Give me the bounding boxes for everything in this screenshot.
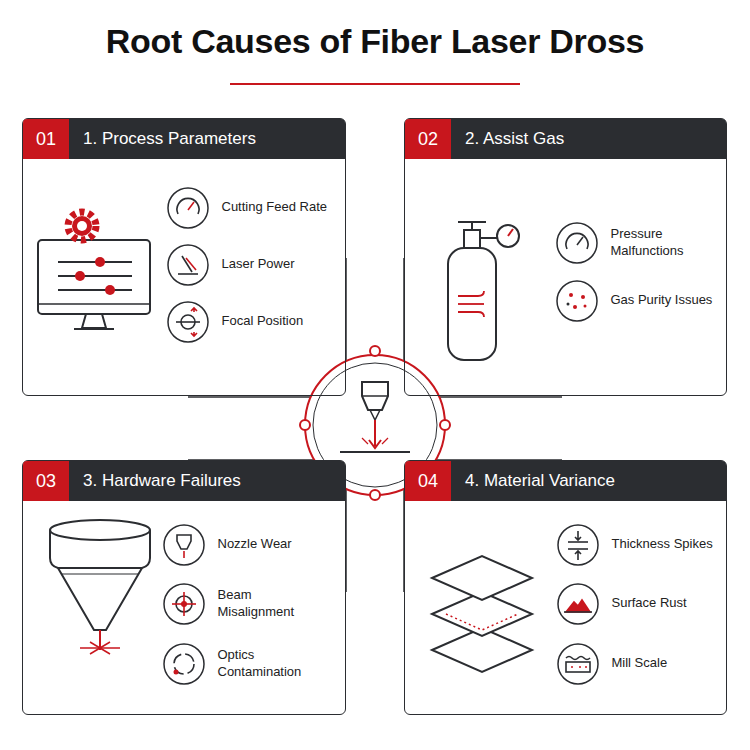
title-rule <box>230 84 520 85</box>
sheet-stack-illustration <box>432 556 532 672</box>
cause-item: Surface Rust <box>558 584 687 624</box>
icon-slot <box>168 245 208 285</box>
cause-label: Pressure Malfunctions <box>611 226 711 260</box>
cause-label: Laser Power <box>222 256 295 273</box>
diagram-title: Root Causes of Fiber Laser Dross <box>0 22 750 61</box>
panel-header: 033. Hardware Failures <box>23 461 345 501</box>
icon-slot <box>558 584 598 624</box>
cause-label: Gas Purity Issues <box>611 292 713 309</box>
cause-item: Cutting Feed Rate <box>168 188 328 228</box>
panel-header: 022. Assist Gas <box>405 119 726 159</box>
icon-slot <box>168 302 208 342</box>
category-number: 01 <box>23 119 69 159</box>
cause-label: Thickness Spikes <box>612 536 713 553</box>
category-panel: 044. Material VarianceThickness SpikesSu… <box>404 460 727 715</box>
category-panel: 011. Process ParametersCutting Feed Rate… <box>22 118 346 396</box>
cause-label: Surface Rust <box>612 595 687 612</box>
category-panel: 033. Hardware FailuresNozzle WearBeam Mi… <box>22 460 346 715</box>
cause-item: Focal Position <box>168 302 304 342</box>
panel-grounds <box>22 118 727 715</box>
cause-label: Mill Scale <box>612 655 668 672</box>
cause-item: Mill Scale <box>558 644 668 684</box>
icon-strokes <box>172 198 592 674</box>
cause-item: Nozzle Wear <box>164 525 292 565</box>
category-heading: 3. Hardware Failures <box>69 461 345 501</box>
category-heading: 1. Process Parameters <box>69 119 345 159</box>
gas-cylinder-illustration <box>448 222 519 360</box>
cause-item: Laser Power <box>168 245 295 285</box>
icon-slot <box>164 644 204 684</box>
category-number: 02 <box>405 119 451 159</box>
category-number: 03 <box>23 461 69 501</box>
cause-item: Thickness Spikes <box>558 525 713 565</box>
cause-item: Optics Contamination <box>164 644 318 684</box>
icon-slot <box>558 525 598 565</box>
cause-label: Nozzle Wear <box>218 536 292 553</box>
cause-item: Gas Purity Issues <box>557 281 713 321</box>
icon-slot <box>558 644 598 684</box>
cause-item: Beam Misalignment <box>164 584 318 624</box>
cause-label: Cutting Feed Rate <box>222 199 328 216</box>
icon-slot <box>164 584 204 624</box>
category-heading: 2. Assist Gas <box>451 119 726 159</box>
cause-label: Focal Position <box>222 313 304 330</box>
panel-header: 044. Material Variance <box>405 461 726 501</box>
icon-slot <box>168 188 208 228</box>
item-icons <box>164 188 598 684</box>
icon-slot <box>557 281 597 321</box>
cause-item: Pressure Malfunctions <box>557 223 711 263</box>
category-number: 04 <box>405 461 451 501</box>
icon-slot <box>164 525 204 565</box>
monitor-illustration <box>38 212 150 329</box>
cause-label: Optics Contamination <box>218 647 318 681</box>
panel-header: 011. Process Parameters <box>23 119 345 159</box>
category-heading: 4. Material Variance <box>451 461 726 501</box>
cause-label: Beam Misalignment <box>218 587 318 621</box>
nozzle-illustration <box>50 520 150 654</box>
icon-slot <box>557 223 597 263</box>
category-panel: 022. Assist GasPressure MalfunctionsGas … <box>404 118 727 396</box>
